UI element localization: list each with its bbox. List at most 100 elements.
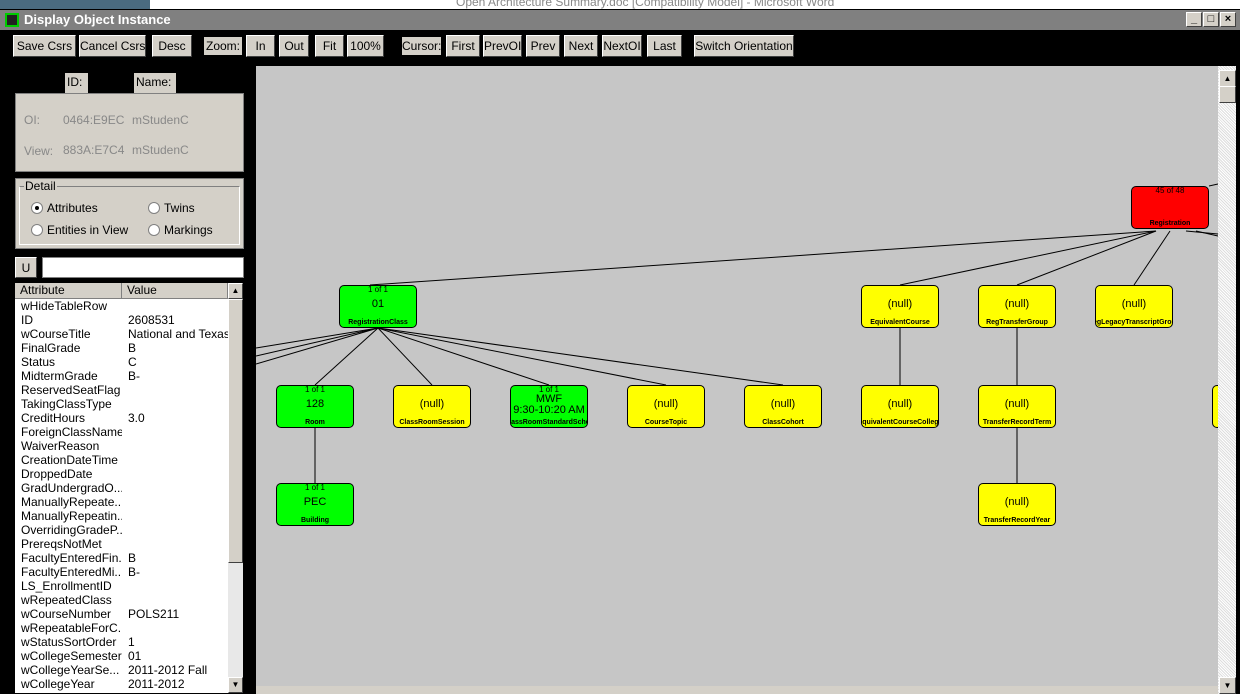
table-row[interactable]: wHideTableRow (15, 299, 243, 313)
zoom-in-button[interactable]: In (246, 35, 275, 57)
table-row[interactable]: FacultyEnteredMi...B- (15, 565, 243, 579)
table-row[interactable]: wRepeatableForC... (15, 621, 243, 635)
table-row[interactable]: CreationDateTime (15, 453, 243, 467)
node-value: 01 (371, 298, 385, 310)
scroll-down-icon[interactable]: ▼ (1219, 677, 1236, 694)
desc-button[interactable]: Desc (152, 35, 192, 57)
attribute-name: wCollegeYearSe... (21, 663, 120, 677)
node-value: (null) (1004, 298, 1030, 310)
u-button[interactable]: U (15, 257, 37, 278)
table-row[interactable]: wRepeatedClass (15, 593, 243, 607)
maximize-button[interactable]: □ (1203, 12, 1219, 27)
next-oi-button[interactable]: NextOI (602, 35, 642, 57)
radio-entities-in-view[interactable]: Entities in View (31, 223, 128, 237)
radio-label: Attributes (47, 201, 98, 215)
scroll-thumb[interactable] (228, 299, 243, 563)
node-regtransfergroup[interactable]: (null)RegTransferGroup (978, 285, 1056, 328)
filter-input[interactable] (42, 257, 244, 278)
attribute-name: TakingClassType (21, 397, 112, 411)
connector (377, 327, 784, 386)
table-row[interactable]: ReservedSeatFlag (15, 383, 243, 397)
table-row[interactable]: ManuallyRepeate... (15, 495, 243, 509)
zoom-fit-button[interactable]: Fit (315, 35, 344, 57)
attribute-name: wCollegeSemester (21, 649, 122, 663)
cancel-csrs-button[interactable]: Cancel Csrs (79, 35, 146, 57)
next-button[interactable]: Next (564, 35, 598, 57)
attribute-value (122, 495, 228, 509)
name-tab[interactable]: Name: (134, 73, 176, 93)
table-row[interactable]: DroppedDate (15, 467, 243, 481)
table-row[interactable]: PrereqsNotMet (15, 537, 243, 551)
table-row[interactable]: WaiverReason (15, 439, 243, 453)
table-row[interactable]: LS_EnrollmentID (15, 579, 243, 593)
table-row[interactable]: wCollegeYearSe...2011-2012 Fall (15, 663, 243, 677)
prev-oi-button[interactable]: PrevOI (483, 35, 522, 57)
table-row[interactable]: OverridingGradeP... (15, 523, 243, 537)
scroll-up-icon[interactable]: ▲ (228, 283, 243, 299)
attribute-value (122, 593, 228, 607)
close-button[interactable]: × (1220, 12, 1236, 27)
diagram-horizontal-scrollbar[interactable] (256, 686, 1218, 694)
node-classroomsession[interactable]: (null)ClassRoomSession (393, 385, 471, 428)
last-button[interactable]: Last (647, 35, 682, 57)
connector (899, 230, 1157, 286)
table-row[interactable]: FacultyEnteredFin...B (15, 551, 243, 565)
node-type: EquivalentCourseCollege (861, 419, 939, 426)
column-header-value[interactable]: Value (122, 283, 228, 298)
table-row[interactable]: ForeignClassName (15, 425, 243, 439)
node-partial[interactable] (1212, 385, 1218, 428)
node-transferrecordyear[interactable]: (null)TransferRecordYear (978, 483, 1056, 526)
scroll-down-icon[interactable]: ▼ (228, 677, 243, 693)
radio-attributes[interactable]: Attributes (31, 201, 98, 215)
node-value: MWF 9:30-10:20 AM (513, 393, 585, 416)
radio-markings[interactable]: Markings (148, 223, 213, 237)
table-row[interactable]: GradUndergradO... (15, 481, 243, 495)
diagram-vertical-scrollbar[interactable]: ▲ ▼ (1218, 66, 1236, 694)
node-value: 128 (305, 398, 325, 410)
column-header-attribute[interactable]: Attribute (15, 283, 122, 298)
save-csrs-button[interactable]: Save Csrs (13, 35, 76, 57)
window-titlebar[interactable]: Display Object Instance _ □ × (0, 10, 1240, 30)
node-equivalentcourse[interactable]: (null)EquivalentCourse (861, 285, 939, 328)
scroll-up-icon[interactable]: ▲ (1219, 70, 1236, 87)
scroll-thumb[interactable] (1219, 86, 1236, 103)
zoom-100-button[interactable]: 100% (347, 35, 384, 57)
grid-scrollbar[interactable]: ▲ ▼ (228, 283, 243, 693)
zoom-out-button[interactable]: Out (279, 35, 309, 57)
node-transferrecordterm[interactable]: (null)TransferRecordTerm (978, 385, 1056, 428)
id-tab[interactable]: ID: (65, 73, 88, 93)
node-count (628, 386, 704, 394)
prev-button[interactable]: Prev (526, 35, 560, 57)
first-button[interactable]: First (446, 35, 480, 57)
background-app-button[interactable] (0, 0, 150, 9)
node-count (1096, 286, 1172, 294)
table-row[interactable]: ManuallyRepeatin... (15, 509, 243, 523)
table-row[interactable]: TakingClassType (15, 397, 243, 411)
node-equivalentcoursecollege[interactable]: (null)EquivalentCourseCollege (861, 385, 939, 428)
radio-twins[interactable]: Twins (148, 201, 195, 215)
view-name: mStudenC (132, 143, 189, 157)
minimize-button[interactable]: _ (1186, 12, 1202, 27)
node-classcohort[interactable]: (null)ClassCohort (744, 385, 822, 428)
node-coursetopic[interactable]: (null)CourseTopic (627, 385, 705, 428)
switch-orientation-button[interactable]: Switch Orientation (694, 35, 794, 57)
node-reglegacytranscriptgroup[interactable]: (null)RegLegacyTranscriptGroup (1095, 285, 1173, 328)
table-row[interactable]: wCollegeSemester 01 (15, 649, 243, 663)
attribute-value: 01 (128, 649, 142, 663)
app-icon (5, 13, 19, 27)
